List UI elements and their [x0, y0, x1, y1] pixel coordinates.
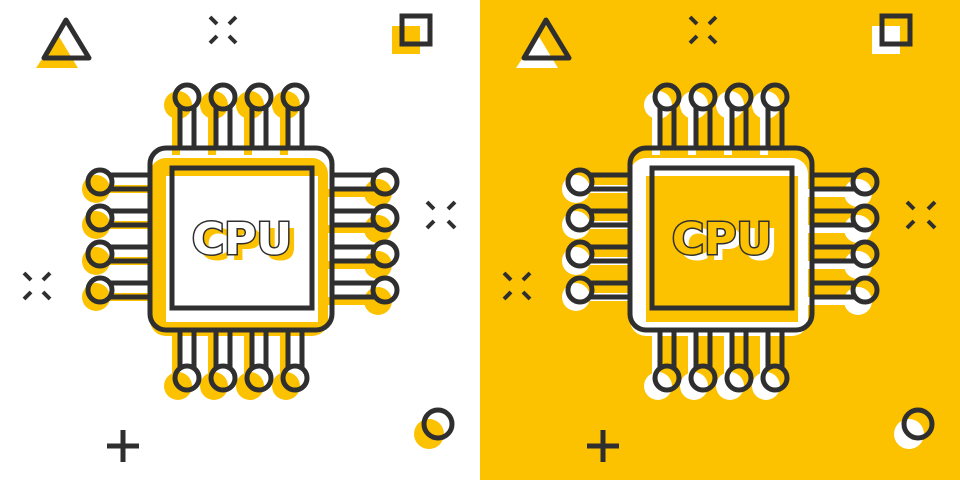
plus-icon — [587, 430, 619, 462]
triangle-icon — [36, 17, 92, 68]
cross-sparkle-icon — [688, 15, 718, 45]
cross-sparkle-icon — [208, 15, 238, 45]
cpu-chip-illustration: CPU CPU — [480, 0, 960, 480]
cpu-label: CPU — [192, 214, 292, 265]
chip-outline — [565, 82, 880, 393]
cpu-label-shadow: CPU — [678, 220, 778, 271]
circle-icon — [894, 407, 935, 449]
cross-sparkle-icon — [905, 200, 937, 230]
cpu-label-shadow: CPU — [198, 220, 298, 271]
cpu-icon-panel-white: CPU CPU — [22, 13, 457, 462]
square-icon — [392, 13, 433, 54]
cpu-label: CPU — [672, 214, 772, 265]
chip-outline — [85, 82, 400, 393]
cross-sparkle-icon — [502, 271, 532, 301]
cpu-icon-panel-yellow: CPU CPU — [480, 0, 960, 480]
plus-icon — [107, 430, 139, 462]
circle-icon — [414, 407, 455, 449]
square-icon — [872, 13, 913, 54]
cross-sparkle-icon — [425, 200, 457, 230]
triangle-icon — [516, 17, 572, 68]
cpu-chip-illustration: CPU CPU — [22, 13, 457, 462]
cross-sparkle-icon — [22, 271, 52, 301]
